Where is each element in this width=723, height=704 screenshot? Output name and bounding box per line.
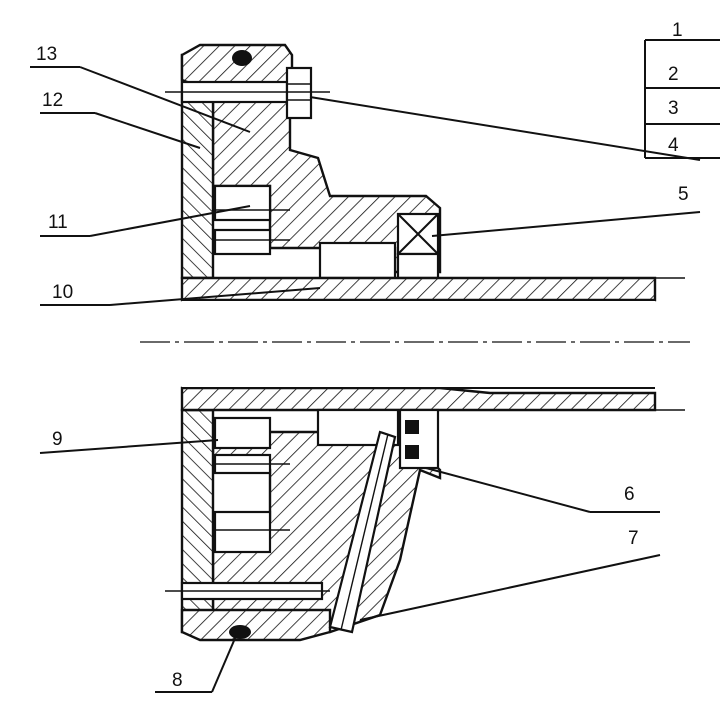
pin-upper-a bbox=[213, 184, 272, 222]
bottom-cap bbox=[180, 608, 332, 642]
o-ring-bottom-icon bbox=[229, 625, 251, 639]
label-10: 10 bbox=[52, 282, 73, 303]
bearing-spacer bbox=[396, 252, 440, 280]
bolt-head bbox=[285, 66, 313, 120]
pin-upper-b bbox=[213, 228, 272, 256]
shaft-wall-lower bbox=[180, 386, 657, 412]
label-2: 2 bbox=[668, 64, 679, 85]
seal-ring bbox=[398, 408, 440, 470]
o-ring-top-icon bbox=[232, 50, 252, 66]
leader-lines bbox=[30, 66, 701, 693]
label-6: 6 bbox=[624, 484, 635, 505]
label-3: 3 bbox=[668, 98, 679, 119]
label-8: 8 bbox=[172, 670, 183, 691]
bushing-upper bbox=[318, 241, 397, 280]
pin-lower-c bbox=[213, 510, 272, 554]
label-9: 9 bbox=[52, 429, 63, 450]
label-5: 5 bbox=[678, 184, 689, 205]
label-4: 4 bbox=[668, 135, 679, 156]
pin-lower-a bbox=[213, 416, 272, 450]
label-7: 7 bbox=[628, 528, 639, 549]
label-1: 1 bbox=[672, 20, 683, 41]
label-12: 12 bbox=[42, 90, 63, 111]
label-13: 13 bbox=[36, 44, 57, 65]
label-11: 11 bbox=[48, 212, 68, 233]
shaft-bore bbox=[182, 300, 655, 388]
inclined-pin bbox=[328, 430, 397, 634]
shaft-wall-upper bbox=[180, 276, 657, 302]
item-table bbox=[644, 39, 720, 159]
